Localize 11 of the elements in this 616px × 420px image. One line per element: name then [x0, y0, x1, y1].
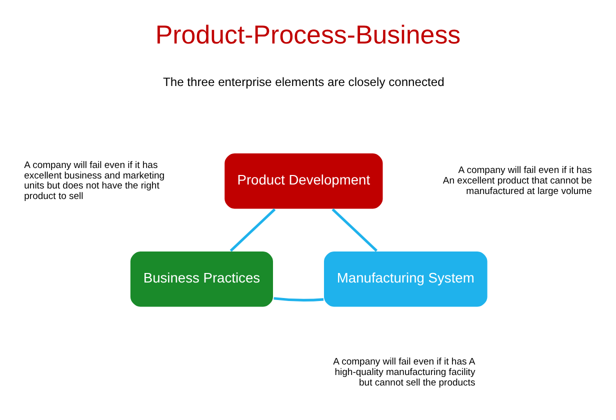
label: A company will fail even if it has A high-quality manufacturing facility but cannot sell the products [333, 356, 476, 388]
node-box: Manufacturing System [323, 250, 488, 308]
label: The three enterprise elements are closely connected [163, 75, 444, 90]
connector [230, 208, 276, 252]
diagram-title: Product-Process-Business [155, 22, 461, 50]
node-box: Business Practices [130, 250, 274, 308]
node-box: Product Development [224, 152, 384, 210]
label: A company will fail even if it has An excellent product that cannot be manufactured at large volume [442, 165, 592, 197]
connector [274, 297, 324, 302]
label: A company will fail even if it has excellent business and marketing units but does not have the right product to sell [24, 160, 165, 202]
connector [332, 208, 378, 252]
